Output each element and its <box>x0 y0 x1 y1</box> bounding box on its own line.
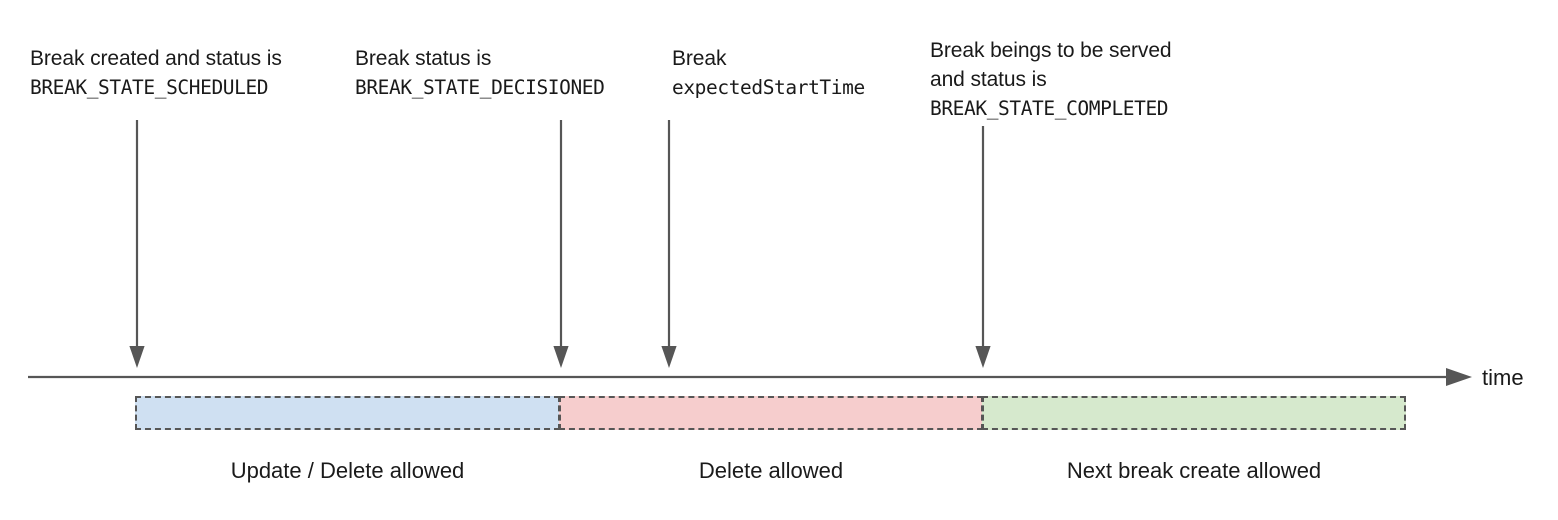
event-arrow-scheduled-icon <box>129 120 145 368</box>
event-arrow-decisioned-icon <box>553 120 569 368</box>
event-label-decisioned-prose: Break status is <box>355 47 492 70</box>
time-axis-arrow-icon <box>28 368 1472 386</box>
event-label-completed-prose-line2: and status is <box>930 68 1047 91</box>
phase-caption-next-break-create-allowed: Next break create allowed <box>1066 458 1322 483</box>
event-label-decisioned: Break status is BREAK_STATE_DECISIONED <box>355 44 605 102</box>
phase-bar-scheduled <box>135 396 560 430</box>
event-label-completed-constant: BREAK_STATE_COMPLETED <box>930 97 1169 120</box>
event-label-scheduled: Break created and status is BREAK_STATE_… <box>30 44 282 102</box>
phase-caption-delete-allowed: Delete allowed <box>698 458 844 483</box>
event-label-scheduled-constant: BREAK_STATE_SCHEDULED <box>30 76 269 99</box>
event-label-completed-prose-line1: Break beings to be served <box>930 39 1172 62</box>
event-arrow-completed-icon <box>975 126 991 368</box>
event-label-scheduled-prose: Break created and status is <box>30 47 282 70</box>
phase-bar-decisioned <box>559 396 983 430</box>
phase-caption-update-delete-allowed: Update / Delete allowed <box>230 458 465 483</box>
time-axis-label: time <box>1482 365 1524 390</box>
event-label-completed: Break beings to be served and status is … <box>930 36 1172 123</box>
phase-bar-completed <box>982 396 1406 430</box>
event-label-expected-start-time-constant: expectedStartTime <box>672 76 865 99</box>
event-label-decisioned-constant: BREAK_STATE_DECISIONED <box>355 76 605 99</box>
event-arrow-expected-start-time-icon <box>661 120 677 368</box>
event-label-expected-start-time-prose: Break <box>672 47 727 70</box>
event-label-expected-start-time: Break expectedStartTime <box>672 44 865 102</box>
